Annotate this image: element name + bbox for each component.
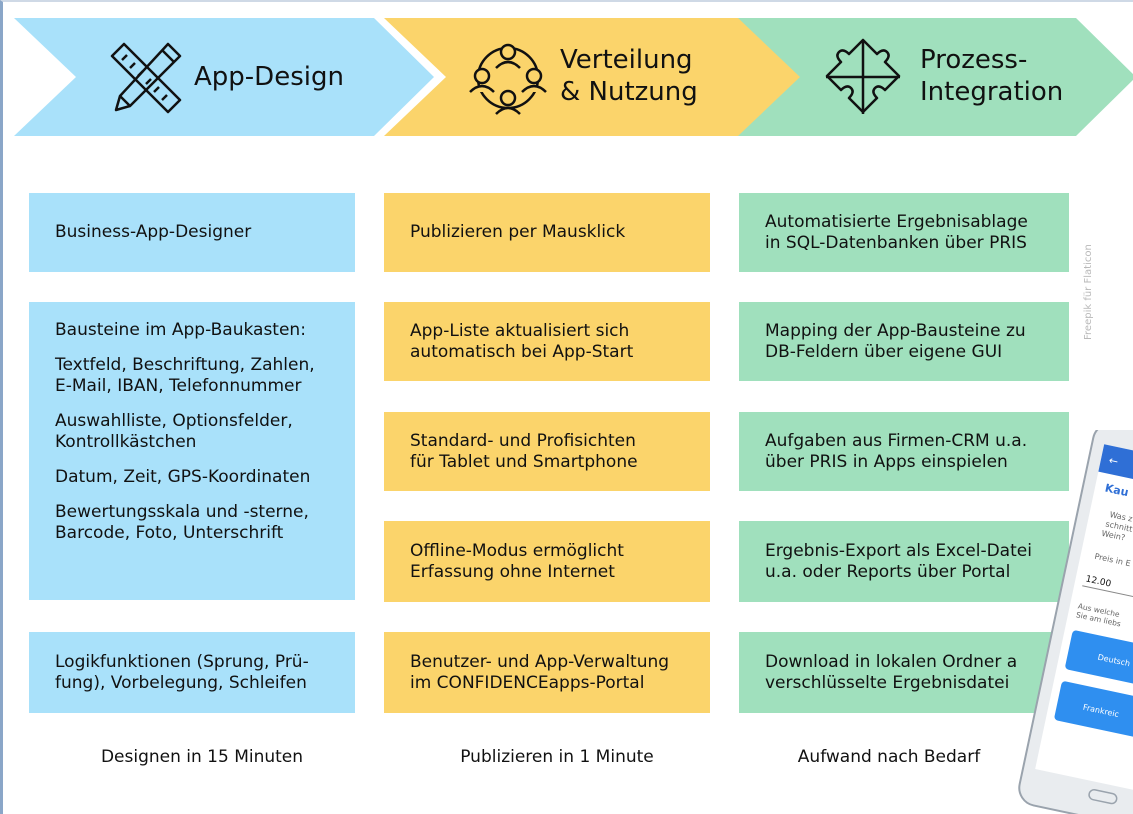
feature-box: Offline-Modus ermöglicht Erfassung ohne …: [384, 521, 710, 602]
tablet-mockup: ← Kau Was z schnitt Wein? Preis in E 12.…: [1018, 430, 1133, 814]
svg-text:←: ←: [1108, 454, 1120, 469]
feature-box: Download in lokalen Ordner a verschlüsse…: [739, 632, 1069, 713]
feature-box: Aufgaben aus Firmen-CRM u.a. über PRIS i…: [739, 412, 1069, 491]
feature-paragraph: Bewertungsskala und -sterne,Barcode, Fot…: [55, 502, 309, 543]
footer-caption: Designen in 15 Minuten: [100, 747, 304, 767]
footer-caption: Publizieren in 1 Minute: [460, 747, 654, 767]
chevron-shape: [384, 18, 804, 136]
header-prozess: Prozess- Integration: [738, 18, 1133, 136]
feature-paragraph: Auswahlliste, Optionsfelder,Kontrollkäst…: [55, 411, 293, 452]
header-title: Verteilung & Nutzung: [560, 45, 698, 107]
feature-paragraph: Textfeld, Beschriftung, Zahlen,E-Mail, I…: [55, 355, 315, 396]
header-app-design: App-Design: [14, 18, 434, 136]
feature-box: Publizieren per Mausklick: [384, 193, 710, 272]
feature-box: Business-App-Designer: [29, 193, 355, 272]
feature-box: Standard- und Profisichten für Tablet un…: [384, 412, 710, 491]
feature-box: Ergebnis-Export als Excel-Datei u.a. ode…: [739, 521, 1069, 602]
feature-paragraph: Datum, Zeit, GPS-Koordinaten: [55, 467, 311, 487]
footer-caption: Aufwand nach Bedarf: [797, 747, 981, 767]
puzzle-icon: [825, 38, 901, 114]
feature-box: Benutzer- und App-Verwaltung im CONFIDEN…: [384, 632, 710, 713]
header-title: App-Design: [194, 62, 344, 92]
feature-box: App-Liste aktualisiert sich automatisch …: [384, 302, 710, 381]
header-title: Prozess- Integration: [920, 45, 1064, 107]
ruler-pencil-icon: [110, 42, 182, 114]
feature-paragraph: Bausteine im App-Baukasten:: [55, 320, 306, 340]
feature-box: Logikfunktionen (Sprung, Prü- fung), Vor…: [29, 632, 355, 713]
feature-box-building-blocks: Bausteine im App-Baukasten: Textfeld, Be…: [29, 302, 355, 600]
chevron-shape: [738, 18, 1133, 136]
feature-box: Mapping der App-Bausteine zu DB-Feldern …: [739, 302, 1069, 381]
image-credit: Freepik für Flaticon: [1083, 244, 1094, 340]
header-verteilung: Verteilung & Nutzung: [384, 18, 804, 136]
team-network-icon: [469, 43, 547, 115]
tablet-header: Kau: [1104, 482, 1130, 500]
feature-box: Automatisierte Ergebnisablage in SQL-Dat…: [739, 193, 1069, 272]
